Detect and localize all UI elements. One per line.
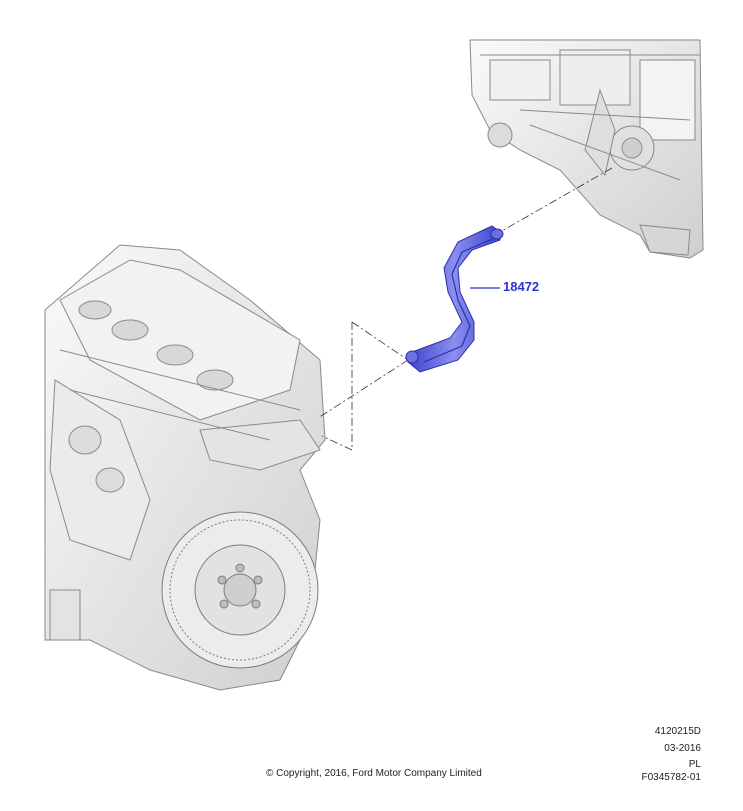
- copyright-notice: © Copyright, 2016, Ford Motor Company Li…: [266, 768, 482, 779]
- figure-number: F0345782-01: [641, 772, 702, 783]
- transmission-housing: [469, 39, 704, 259]
- illustration-date: 03-2016: [664, 743, 701, 754]
- alignment-lines: [317, 167, 613, 451]
- illustration-id: 4120215D: [654, 726, 701, 737]
- language-code: PL: [688, 759, 701, 770]
- flywheel: [161, 511, 319, 669]
- part-number-callout: 18472: [503, 279, 540, 294]
- cooler-tube-part: [405, 225, 504, 373]
